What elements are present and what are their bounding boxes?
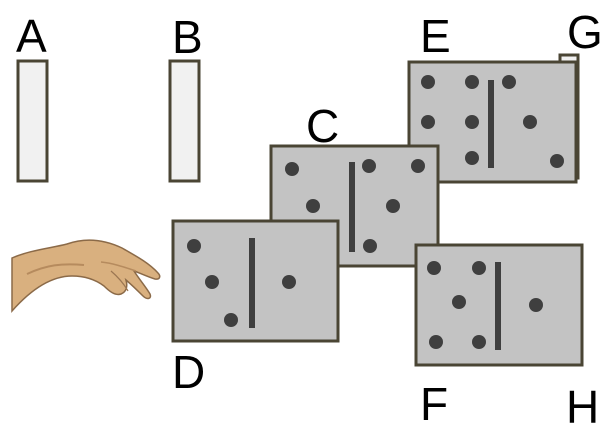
domino-d-divider xyxy=(249,238,255,328)
domino-f xyxy=(416,245,582,365)
domino-f-pip xyxy=(427,261,441,275)
domino-e-divider xyxy=(488,80,494,168)
domino-c-pip xyxy=(411,159,425,173)
domino-c-pip xyxy=(363,239,377,253)
domino-e-pip xyxy=(421,75,435,89)
domino-c-pip xyxy=(362,159,376,173)
domino-a-upright xyxy=(18,61,47,181)
domino-b-upright xyxy=(170,61,199,181)
domino-d-pip xyxy=(187,239,201,253)
domino-f-pip xyxy=(472,335,486,349)
label-f: F xyxy=(420,378,448,426)
domino-e-pip xyxy=(465,151,479,165)
label-c: C xyxy=(306,100,339,152)
domino-e-pip xyxy=(421,115,435,129)
domino-c-divider xyxy=(349,162,355,252)
domino-f-pip xyxy=(429,335,443,349)
domino-d xyxy=(173,221,338,341)
domino-f-pip xyxy=(472,261,486,275)
domino-e-pip xyxy=(465,115,479,129)
domino-c-pip xyxy=(306,199,320,213)
label-d: D xyxy=(172,346,205,398)
label-a: A xyxy=(16,10,47,62)
domino-e-pip xyxy=(502,75,516,89)
domino-d-pip xyxy=(205,275,219,289)
label-b: B xyxy=(172,11,203,63)
domino-f-pip xyxy=(529,298,543,312)
domino-e-pip xyxy=(523,115,537,129)
domino-d-pip xyxy=(282,275,296,289)
label-g: G xyxy=(567,6,603,58)
domino-c-pip xyxy=(285,162,299,176)
domino-e-pip xyxy=(465,75,479,89)
domino-c-pip xyxy=(386,199,400,213)
label-h: H xyxy=(566,381,599,426)
domino-d-pip xyxy=(224,313,238,327)
domino-e-pip xyxy=(550,154,564,168)
label-e: E xyxy=(420,10,451,62)
domino-d-face xyxy=(173,221,338,341)
domino-f-divider xyxy=(495,262,501,350)
domino-f-pip xyxy=(452,295,466,309)
